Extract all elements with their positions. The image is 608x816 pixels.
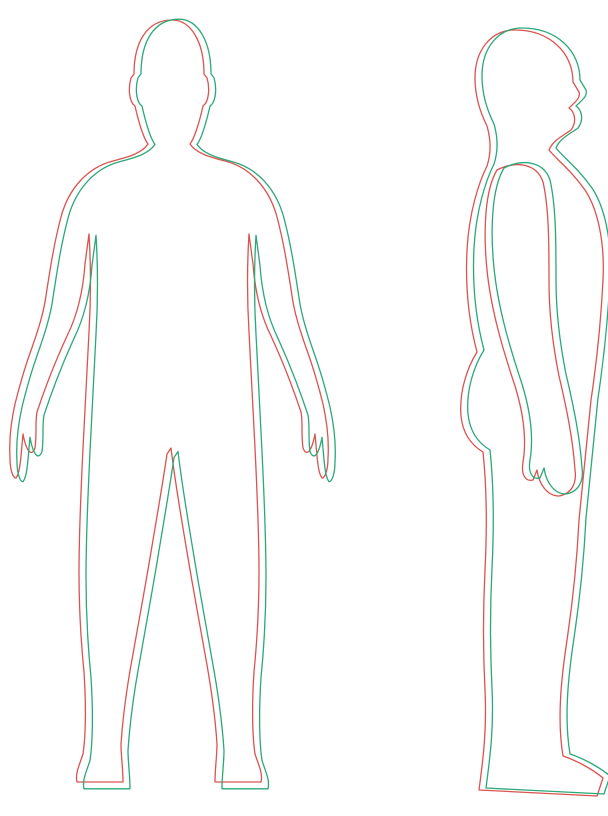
front-outline-red: [10, 20, 329, 782]
side-arm-outline-red: [485, 165, 575, 496]
side-outline-green: [468, 28, 608, 794]
front-view: [10, 19, 336, 789]
side-outline-red: [461, 30, 604, 796]
side-view: [461, 28, 608, 796]
front-outline-green: [17, 19, 336, 789]
side-arm-outline-green: [492, 163, 582, 494]
